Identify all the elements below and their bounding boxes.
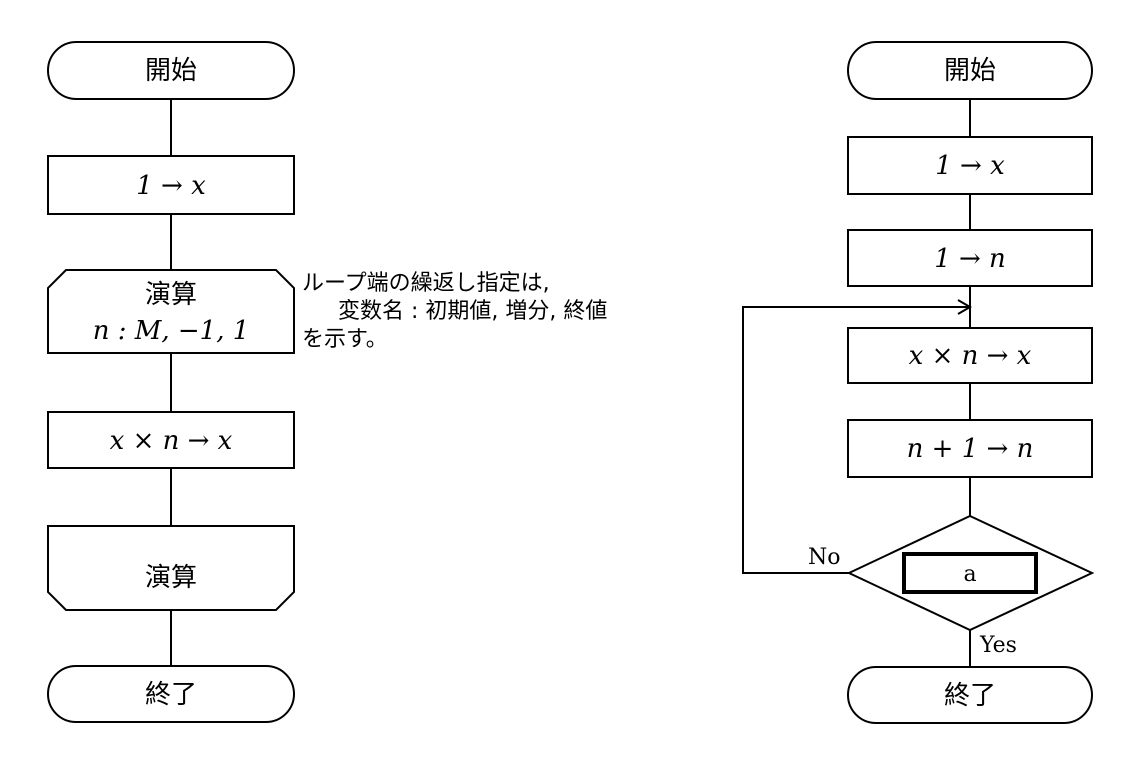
left-loop-spec: n : M, −1, 1	[93, 316, 250, 346]
left-loop-end	[47, 525, 295, 611]
left-init-label: 1 → x	[136, 171, 206, 201]
left-loop-end-name: 演算	[145, 563, 197, 593]
right-init-x-label: 1 → x	[935, 151, 1005, 181]
left-start-label: 開始	[145, 56, 197, 86]
left-start-terminal	[47, 41, 295, 100]
loop-spec-note: ループ端の繰返し指定は, 変数名 : 初期値, 増分, 終値 を示す。	[302, 270, 607, 354]
right-yes-label: Yes	[979, 633, 1017, 658]
right-start-label: 開始	[944, 56, 996, 86]
left-loop-start-name: 演算	[145, 280, 197, 310]
left-end-terminal	[47, 665, 295, 723]
right-loopback-arrowhead	[957, 299, 972, 315]
note-line-2: 変数名 : 初期値, 増分, 終値	[338, 299, 608, 324]
right-flowchart: 開始 1 → x 1 → n x × n → x n + 1 → n a No …	[742, 41, 1095, 724]
right-init-n-label: 1 → n	[934, 244, 1006, 274]
right-loopback-line	[742, 306, 970, 574]
right-init-n-process	[847, 229, 1093, 287]
left-end-label: 終了	[145, 680, 197, 710]
right-end-label: 終了	[944, 681, 996, 711]
right-start-terminal	[847, 41, 1093, 100]
right-increment-label: n + 1 → n	[907, 434, 1034, 464]
left-init-process	[47, 155, 295, 215]
note-line-3: を示す。	[302, 327, 388, 352]
left-multiply-label: x × n → x	[110, 426, 233, 456]
right-no-label: No	[808, 545, 841, 570]
right-init-x-process	[847, 136, 1093, 195]
right-end-terminal	[847, 666, 1093, 724]
right-condition-blank	[902, 552, 1038, 594]
right-condition-label: a	[963, 562, 976, 587]
right-multiply-process	[847, 327, 1093, 384]
left-flowchart: 開始 1 → x 演算 n : M, −1, 1 x × n → x 演算 終了	[47, 41, 295, 723]
note-line-1: ループ端の繰返し指定は,	[302, 271, 550, 296]
right-increment-process	[847, 419, 1093, 478]
right-multiply-label: x × n → x	[909, 341, 1032, 371]
left-multiply-process	[47, 411, 295, 469]
left-loop-start	[47, 269, 295, 354]
